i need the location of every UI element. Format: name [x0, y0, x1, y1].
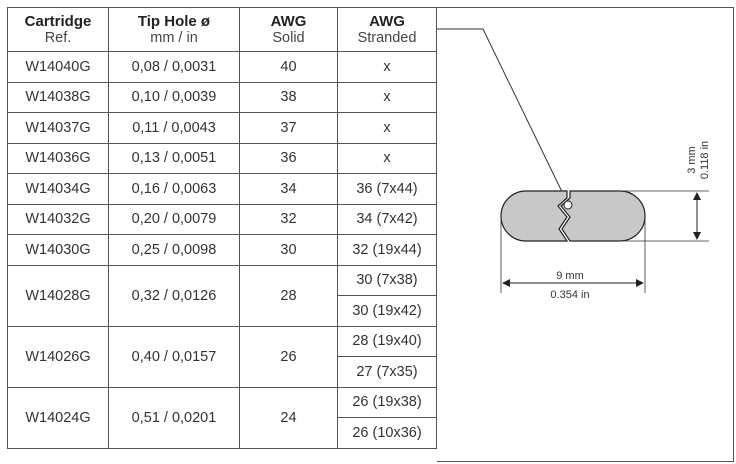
width-in-label: 0.354 in: [550, 289, 589, 301]
cartridge-ref-cell: W14030G: [7, 234, 109, 266]
awg-stranded-cell: 32 (19x44): [337, 234, 437, 266]
cartridge-ref-cell: W14034G: [7, 173, 109, 205]
header-main: AWG: [270, 12, 307, 30]
tip-hole-cell: 0,16 / 0,0063: [108, 173, 240, 205]
cartridge-ref-cell: W14028G: [7, 264, 109, 327]
awg-stranded-cell: 34 (7x42): [337, 203, 437, 235]
tip-right-half: [560, 190, 646, 242]
tip-hole-cell: 0,25 / 0,0098: [108, 234, 240, 266]
tip-left-half: [500, 190, 569, 242]
header-main: AWG: [369, 12, 405, 30]
awg-stranded-cell: x: [337, 142, 437, 174]
cartridge-ref-cell: W14032G: [7, 203, 109, 235]
header-sub: Ref.: [44, 29, 72, 46]
awg-stranded-cell: 30 (7x38): [337, 264, 437, 296]
awg-stranded-cell: 28 (19x40): [337, 325, 437, 357]
tip-hole-cell: 0,40 / 0,0157: [108, 325, 240, 388]
awg-stranded-cell: x: [337, 81, 437, 113]
tip-hole-cell: 0,32 / 0,0126: [108, 264, 240, 327]
table-row: 26 (10x36): [8, 417, 437, 449]
header-sub: mm / in: [150, 29, 198, 46]
height-mm-label: 3 mm: [686, 146, 698, 174]
awg-stranded-cell: 26 (19x38): [337, 386, 437, 418]
awg-solid-cell: 26: [239, 325, 338, 388]
awg-stranded-cell: 30 (19x42): [337, 295, 437, 327]
awg-solid-cell: 34: [239, 173, 338, 205]
leader-line: [437, 28, 566, 199]
awg-solid-cell: 30: [239, 234, 338, 266]
table-row: 27 (7x35): [8, 356, 437, 388]
table-row: 30 (19x42): [8, 295, 437, 327]
cartridge-ref-cell: W14036G: [7, 142, 109, 174]
height-in-label: 0.118 in: [699, 141, 711, 179]
awg-stranded-cell: 27 (7x35): [337, 356, 437, 388]
awg-stranded-cell: 26 (10x36): [337, 417, 437, 449]
header-main: Cartridge: [24, 12, 92, 30]
tip-hole-cell: 0,20 / 0,0079: [108, 203, 240, 235]
tip-hole: [563, 200, 573, 210]
awg-solid-cell: 40: [239, 51, 338, 83]
awg-solid-cell: 36: [239, 142, 338, 174]
tip-hole-cell: 0,13 / 0,0051: [108, 142, 240, 174]
header-awg-stranded: AWG Stranded: [337, 7, 437, 52]
cartridge-spec-table: Cartridge Ref. Tip Hole ø mm / in AWG So…: [7, 7, 437, 449]
awg-solid-cell: 32: [239, 203, 338, 235]
header-sub: Stranded: [357, 29, 417, 46]
tip-hole-cell: 0,08 / 0,0031: [108, 51, 240, 83]
tip-hole-cell: 0,51 / 0,0201: [108, 386, 240, 449]
header-sub: Solid: [272, 29, 305, 46]
header-cartridge: Cartridge Ref.: [7, 7, 109, 52]
awg-solid-cell: 38: [239, 81, 338, 113]
tip-diagram: 3 mm 0.118 in 9 mm 0.354 in: [437, 28, 711, 301]
awg-stranded-cell: 36 (7x44): [337, 173, 437, 205]
tip-diagram-panel: 3 mm 0.118 in 9 mm 0.354 in: [437, 7, 734, 462]
table-header-row: Cartridge Ref. Tip Hole ø mm / in AWG So…: [7, 7, 437, 52]
header-main: Tip Hole ø: [137, 12, 211, 30]
width-mm-label: 9 mm: [556, 270, 584, 282]
cartridge-ref-cell: W14037G: [7, 112, 109, 144]
tip-hole-cell: 0,11 / 0,0043: [108, 112, 240, 144]
cartridge-ref-cell: W14024G: [7, 386, 109, 449]
awg-stranded-cell: x: [337, 112, 437, 144]
awg-solid-cell: 28: [239, 264, 338, 327]
header-awg-solid: AWG Solid: [239, 7, 338, 52]
awg-solid-cell: 24: [239, 386, 338, 449]
tip-hole-cell: 0,10 / 0,0039: [108, 81, 240, 113]
cartridge-ref-cell: W14038G: [7, 81, 109, 113]
cartridge-ref-cell: W14026G: [7, 325, 109, 388]
awg-stranded-cell: x: [337, 51, 437, 83]
cartridge-ref-cell: W14040G: [7, 51, 109, 83]
header-tip-hole: Tip Hole ø mm / in: [108, 7, 240, 52]
awg-solid-cell: 37: [239, 112, 338, 144]
